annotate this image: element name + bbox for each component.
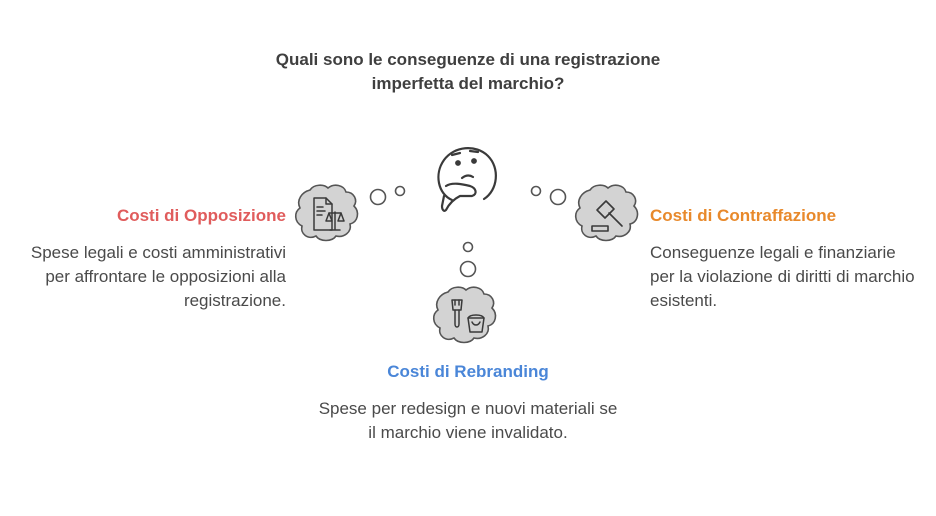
branch-title-opposizione: Costi di Opposizione — [116, 206, 286, 225]
thinking-face-icon — [437, 147, 497, 212]
thought-dots-left — [369, 185, 406, 206]
branch-title-contraffazione: Costi di Contraffazione — [650, 206, 837, 225]
thought-dots-right — [530, 185, 567, 206]
branch-description-contraffazione: Conseguenze legali e finanziarie per la … — [650, 243, 915, 310]
central-question: Quali sono le conseguenze di una registr… — [275, 50, 661, 93]
branch-description-rebranding: Spese per redesign e nuovi materiali se … — [318, 399, 618, 442]
paint-brush-bucket-icon — [432, 286, 497, 344]
branch-title-rebranding: Costi di Rebranding — [387, 362, 549, 381]
branch-description-opposizione: Spese legali e costi amministrativi per … — [30, 243, 286, 310]
gavel-icon — [574, 184, 639, 242]
legal-document-scales-icon — [294, 184, 359, 242]
thought-dots-bottom — [459, 241, 477, 278]
